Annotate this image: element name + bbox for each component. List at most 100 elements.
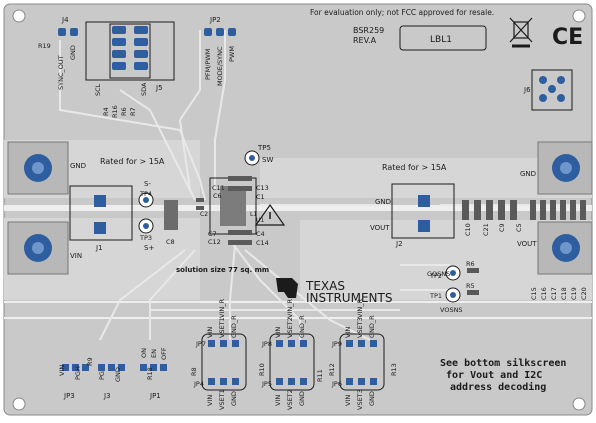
r19-label: R19 bbox=[38, 42, 51, 50]
rated-left: Rated for > 15A bbox=[100, 157, 165, 166]
j4-gnd-label: GND bbox=[69, 45, 77, 60]
j4-header[interactable] bbox=[58, 28, 78, 36]
bottom-jumpers[interactable] bbox=[62, 340, 377, 385]
pgh-label: PGH bbox=[74, 366, 82, 380]
r2-label: R18 bbox=[146, 367, 154, 380]
gnd-right-label: GND bbox=[520, 170, 536, 178]
jp3-vin-label: VIN bbox=[58, 365, 66, 376]
tp4-test-point[interactable] bbox=[138, 192, 154, 208]
r6b-label: R6 bbox=[120, 107, 128, 116]
tp5-test-point[interactable] bbox=[244, 150, 260, 166]
c8-label: C8 bbox=[166, 238, 175, 246]
c19-label: C19 bbox=[570, 287, 578, 300]
board-revision: REV.A bbox=[353, 36, 377, 45]
jp2-header[interactable] bbox=[204, 28, 236, 36]
gosns-label: GOSNS bbox=[427, 270, 450, 278]
bottom-jumper-outlines bbox=[201, 333, 385, 391]
tp2-test-point[interactable] bbox=[445, 265, 461, 281]
jp4-label: JP4 bbox=[193, 380, 204, 388]
jp8-label: JP8 bbox=[261, 340, 272, 348]
vout-plane bbox=[300, 220, 592, 300]
ce-mark: CE bbox=[552, 25, 583, 50]
j2-vout-label: VOUT bbox=[370, 224, 390, 232]
j1-connector[interactable] bbox=[69, 185, 133, 241]
r16-label: R16 bbox=[111, 105, 119, 118]
vin-terminal-bottom[interactable] bbox=[7, 221, 69, 275]
tp3-test-point[interactable] bbox=[138, 218, 154, 234]
disclaimer-text: For evaluation only; not FCC approved fo… bbox=[310, 8, 494, 17]
gnd-plane-right bbox=[260, 158, 592, 198]
label-box bbox=[399, 25, 487, 51]
scl-label: SCL bbox=[94, 83, 102, 96]
pwm-label: PWM bbox=[228, 46, 236, 62]
j2-connector[interactable] bbox=[391, 183, 455, 239]
c7-label: C7 bbox=[208, 230, 217, 238]
mounting-hole bbox=[572, 9, 586, 23]
j6-header[interactable] bbox=[531, 69, 573, 111]
r6-label: R6 bbox=[466, 260, 475, 268]
jp6-vset3-label: VSET3 bbox=[356, 389, 364, 410]
jp2-label: JP2 bbox=[209, 16, 221, 24]
gnd-terminal-right[interactable] bbox=[537, 141, 593, 195]
r4-label: R4 bbox=[102, 107, 110, 116]
jp7-label: JP7 bbox=[195, 340, 206, 348]
u1-label: U1 bbox=[256, 217, 264, 224]
c18-label: C18 bbox=[560, 287, 568, 300]
c21-label: C21 bbox=[482, 223, 490, 236]
jp9-gnd-label: GND_R bbox=[368, 315, 376, 338]
s-plus-label: S+ bbox=[144, 244, 154, 252]
vin-gnd-terminal-top[interactable] bbox=[7, 141, 69, 195]
c13-label: C13 bbox=[256, 184, 269, 192]
ti-logo-line2: INSTRUMENTS bbox=[306, 291, 392, 305]
jp9-vset3-label: VSET3 bbox=[356, 317, 364, 338]
vout-terminal-right[interactable] bbox=[537, 221, 593, 275]
l1-label: L1 bbox=[250, 211, 257, 218]
jp6-gnd-label: GND bbox=[368, 391, 376, 406]
c12-label: C12 bbox=[208, 238, 221, 246]
c8-capacitor bbox=[164, 200, 178, 230]
r8-label: R8 bbox=[190, 367, 198, 376]
jp3-label: JP3 bbox=[63, 392, 75, 400]
c6-label: C6 bbox=[213, 192, 222, 200]
j5-header[interactable] bbox=[85, 21, 175, 81]
jp4-gnd-label: GND bbox=[230, 391, 238, 406]
off-label: OFF bbox=[160, 347, 168, 360]
sense-resistors bbox=[467, 268, 479, 295]
mounting-hole bbox=[572, 397, 586, 411]
c2-label: C2 bbox=[200, 211, 208, 218]
jp5-gnd-label: GND bbox=[298, 391, 306, 406]
jp6-label: JP6 bbox=[331, 380, 342, 388]
tp1-test-point[interactable] bbox=[445, 287, 461, 303]
pg-label: PG bbox=[98, 371, 106, 380]
tp4-label: TP4 bbox=[139, 190, 152, 198]
j3-label: J3 bbox=[103, 392, 111, 400]
jp1-label: JP1 bbox=[149, 392, 161, 400]
jp8-gnd-label: GND_R bbox=[298, 315, 306, 338]
gnd-left-label: GND bbox=[70, 162, 86, 170]
vin-r-1-label: VIN_R bbox=[218, 299, 226, 318]
pfm-pwm-label: PFM/PWM bbox=[204, 49, 212, 80]
c4-label: C4 bbox=[256, 230, 265, 238]
c16-label: C16 bbox=[540, 287, 548, 300]
r13-label: R13 bbox=[390, 363, 398, 376]
jp9-vin-label: VIN bbox=[344, 327, 352, 338]
jp6-vin-label: VIN bbox=[344, 395, 352, 406]
vosns-label: VOSNS bbox=[440, 306, 463, 314]
board-name: BSR259 bbox=[353, 26, 384, 35]
j1-label: J1 bbox=[95, 244, 103, 252]
crossed-bin-icon bbox=[509, 17, 533, 48]
rotated-labels: SYNC_OUT GND PFM/PWM MODE/SYNC PWM SCL S… bbox=[57, 45, 588, 410]
s-minus-label: S- bbox=[144, 180, 151, 188]
j4-label: J4 bbox=[61, 16, 69, 24]
c1-label: C1 bbox=[256, 193, 265, 201]
r10-label: R10 bbox=[258, 363, 266, 376]
j6-label: J6 bbox=[523, 86, 531, 94]
en-label: EN bbox=[150, 349, 158, 358]
c20-label: C20 bbox=[580, 287, 588, 300]
tp2-label: TP2 bbox=[429, 272, 442, 280]
jp7-vin-label: VIN bbox=[206, 327, 214, 338]
c17-label: C17 bbox=[550, 287, 558, 300]
c9-label: C9 bbox=[498, 223, 506, 232]
mode-sync-label: MODE/SYNC bbox=[216, 46, 224, 86]
